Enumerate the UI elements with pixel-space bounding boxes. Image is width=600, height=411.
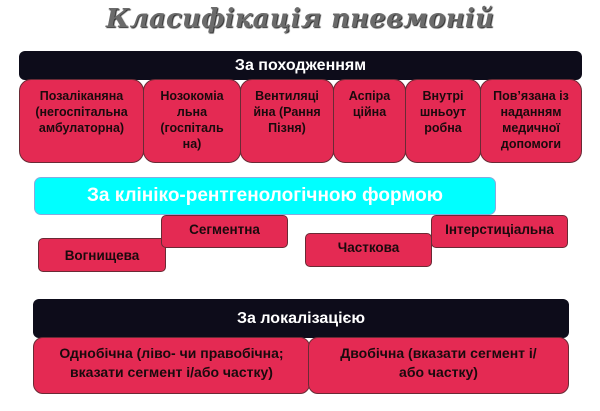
origin-item-nosocomial: Нозокоміа льна (госпіталь на) [143, 79, 241, 163]
origin-item-intrauterine: Внутрі шньоут робна [405, 79, 481, 163]
origin-item-ventilator: Вентиляці йна (Рання Пізня) [240, 79, 334, 163]
form-item-segmental: Сегментна [161, 215, 288, 248]
localization-item-bilateral: Двобічна (вказати сегмент і/або частку) [308, 337, 569, 394]
localization-header: За локалізацією [33, 299, 569, 338]
origin-item-aspiration: Аспіра ційна [333, 79, 406, 163]
page-title: Класифікація пневмоній [105, 4, 495, 34]
localization-item-unilateral: Однобічна (ліво- чи правобічна; вказати … [33, 337, 310, 394]
form-header: За клініко-рентгенологічною формою [34, 177, 496, 215]
origin-item-community: Позаліканяна (негоспітальна амбулаторна) [19, 79, 144, 163]
form-item-lobar: Часткова [305, 233, 432, 267]
form-item-focal: Вогнищева [38, 238, 166, 272]
origin-header: За походженням [19, 51, 582, 80]
origin-item-healthcare: Пов’язана із наданням медичної допомоги [480, 79, 582, 163]
form-item-interstitial: Інтерстиціальна [431, 215, 568, 248]
